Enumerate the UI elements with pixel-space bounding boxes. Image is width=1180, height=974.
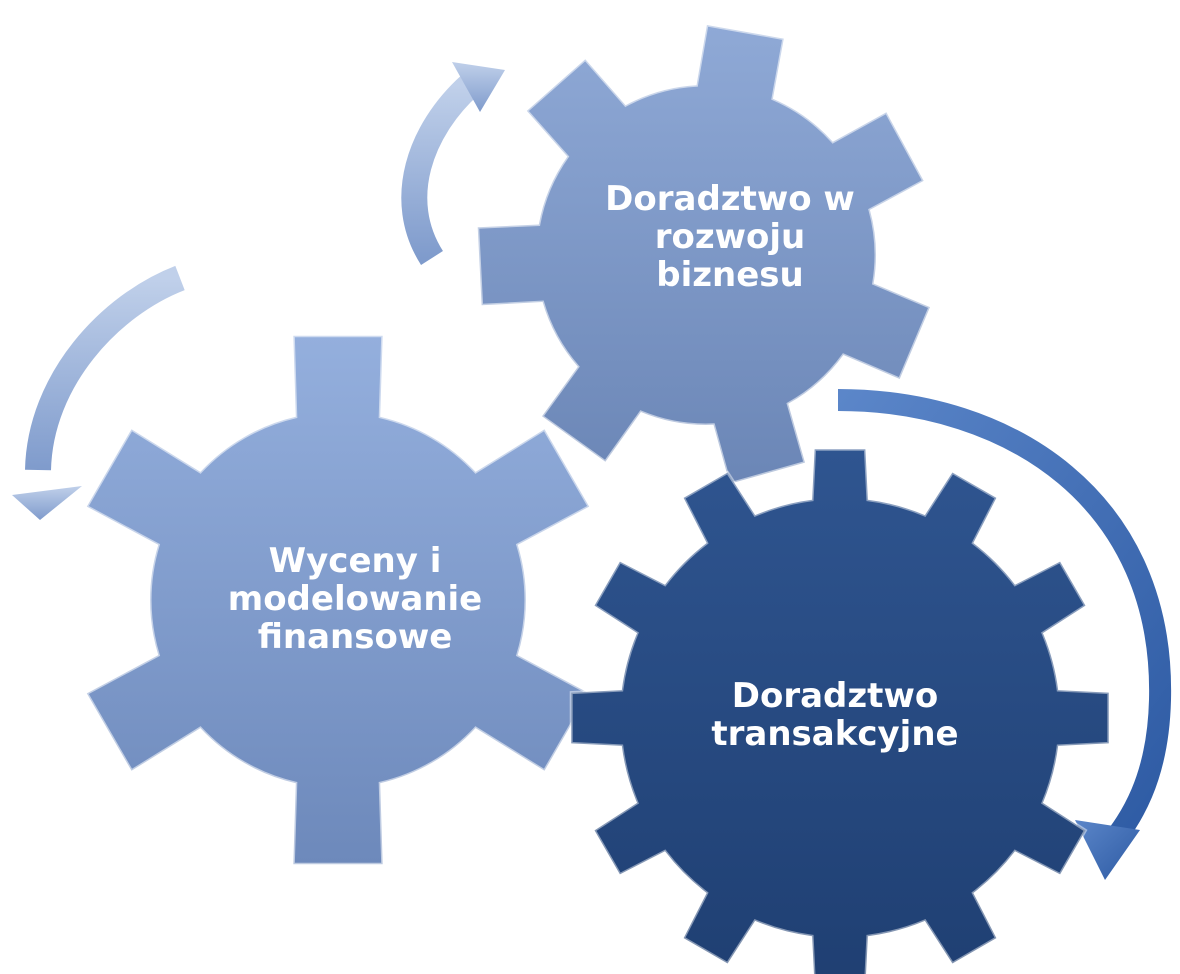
gear-left-label: Wyceny i modelowanie finansowe [227, 541, 483, 657]
arrow-right [837, 389, 1172, 880]
gear-top-label: Doradztwo w rozwoju biznesu [605, 179, 855, 295]
gear-left [84, 334, 592, 866]
gear-right [569, 447, 1111, 974]
arrow-top-left [401, 62, 505, 265]
arrow-left [12, 265, 185, 520]
gear-right-label: Doradztwo transakcyjne [711, 676, 959, 754]
gear-top [476, 23, 932, 486]
